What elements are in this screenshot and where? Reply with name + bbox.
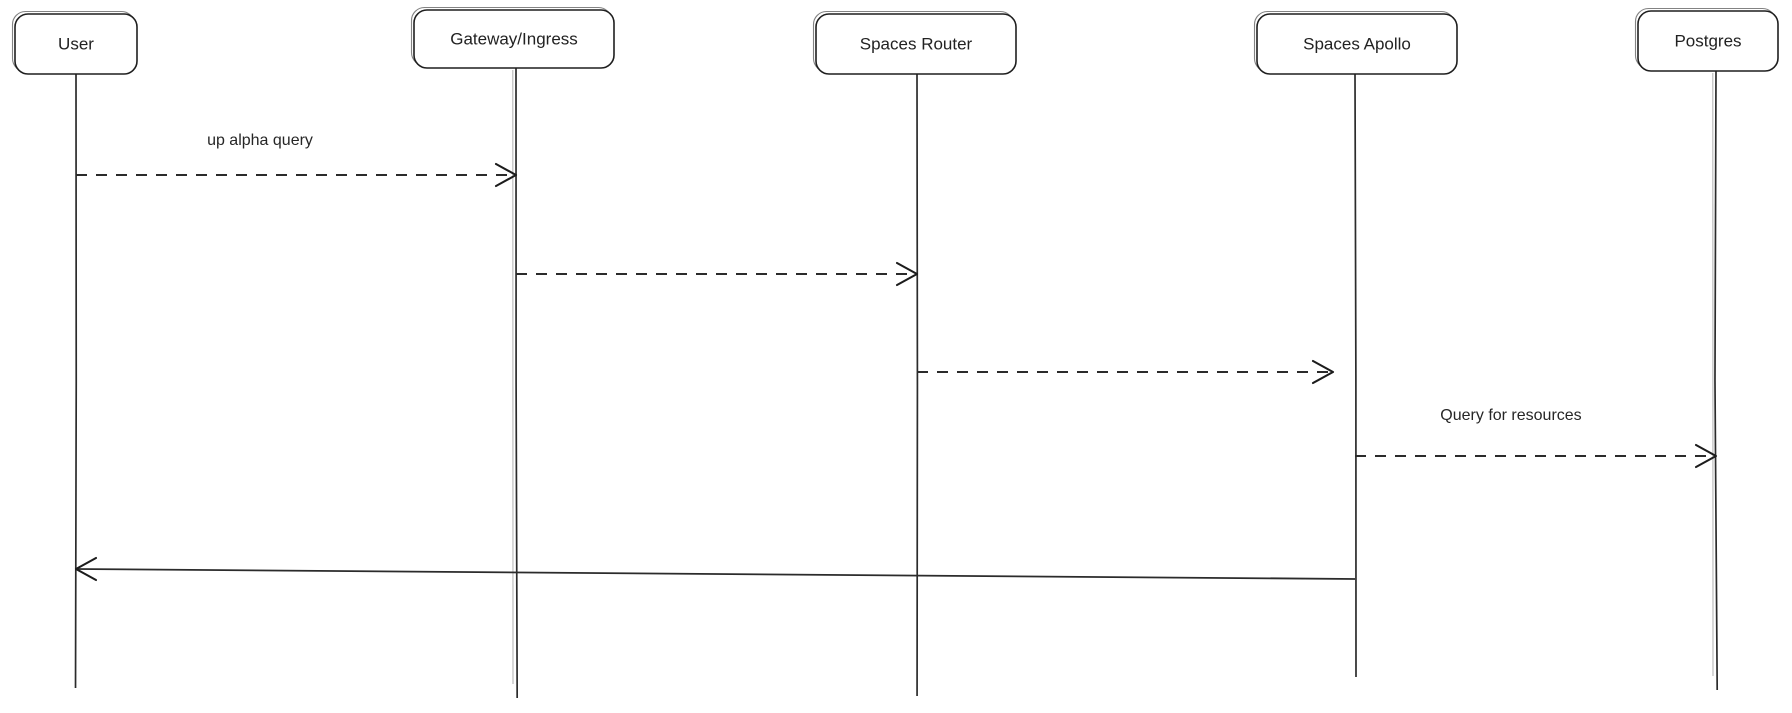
lifeline-spaces-apollo <box>1354 73 1357 678</box>
participant-label-user: User <box>58 34 94 53</box>
message-arrowhead-3 <box>1311 359 1335 385</box>
message-arrowhead-5 <box>74 556 98 582</box>
message-1-user-to-gateway[interactable]: up alpha query <box>76 132 518 188</box>
message-arrowhead-1 <box>494 162 518 188</box>
lifeline-user <box>74 73 78 689</box>
message-2-gateway-to-spaces-router[interactable] <box>516 261 919 287</box>
participant-spaces-apollo[interactable]: Spaces Apollo <box>1253 10 1458 75</box>
message-arrowhead-2 <box>895 261 919 287</box>
message-4-spaces-apollo-to-postgres[interactable]: Query for resources <box>1355 407 1718 469</box>
message-label-1: up alpha query <box>207 132 313 149</box>
message-arrowhead-4 <box>1694 443 1718 469</box>
message-5-spaces-apollo-to-user[interactable] <box>74 556 1356 582</box>
lifeline-postgres <box>1712 70 1719 691</box>
lifelines-layer <box>74 67 1719 699</box>
participant-gateway[interactable]: Gateway/Ingress <box>410 6 615 69</box>
participant-label-spaces-apollo: Spaces Apollo <box>1303 34 1411 53</box>
message-3-spaces-router-to-spaces-apollo[interactable] <box>917 359 1335 385</box>
participant-label-gateway: Gateway/Ingress <box>450 29 578 48</box>
participant-spaces-router[interactable]: Spaces Router <box>812 10 1017 75</box>
participants-layer: User Gateway/Ingress Spaces Router Spaces A… <box>11 6 1779 75</box>
participant-postgres[interactable]: Postgres <box>1634 7 1779 72</box>
participant-label-postgres: Postgres <box>1674 31 1741 50</box>
participant-user[interactable]: User <box>11 10 138 75</box>
message-label-4: Query for resources <box>1440 407 1581 424</box>
lifeline-gateway <box>512 67 519 699</box>
participant-label-spaces-router: Spaces Router <box>860 34 973 53</box>
